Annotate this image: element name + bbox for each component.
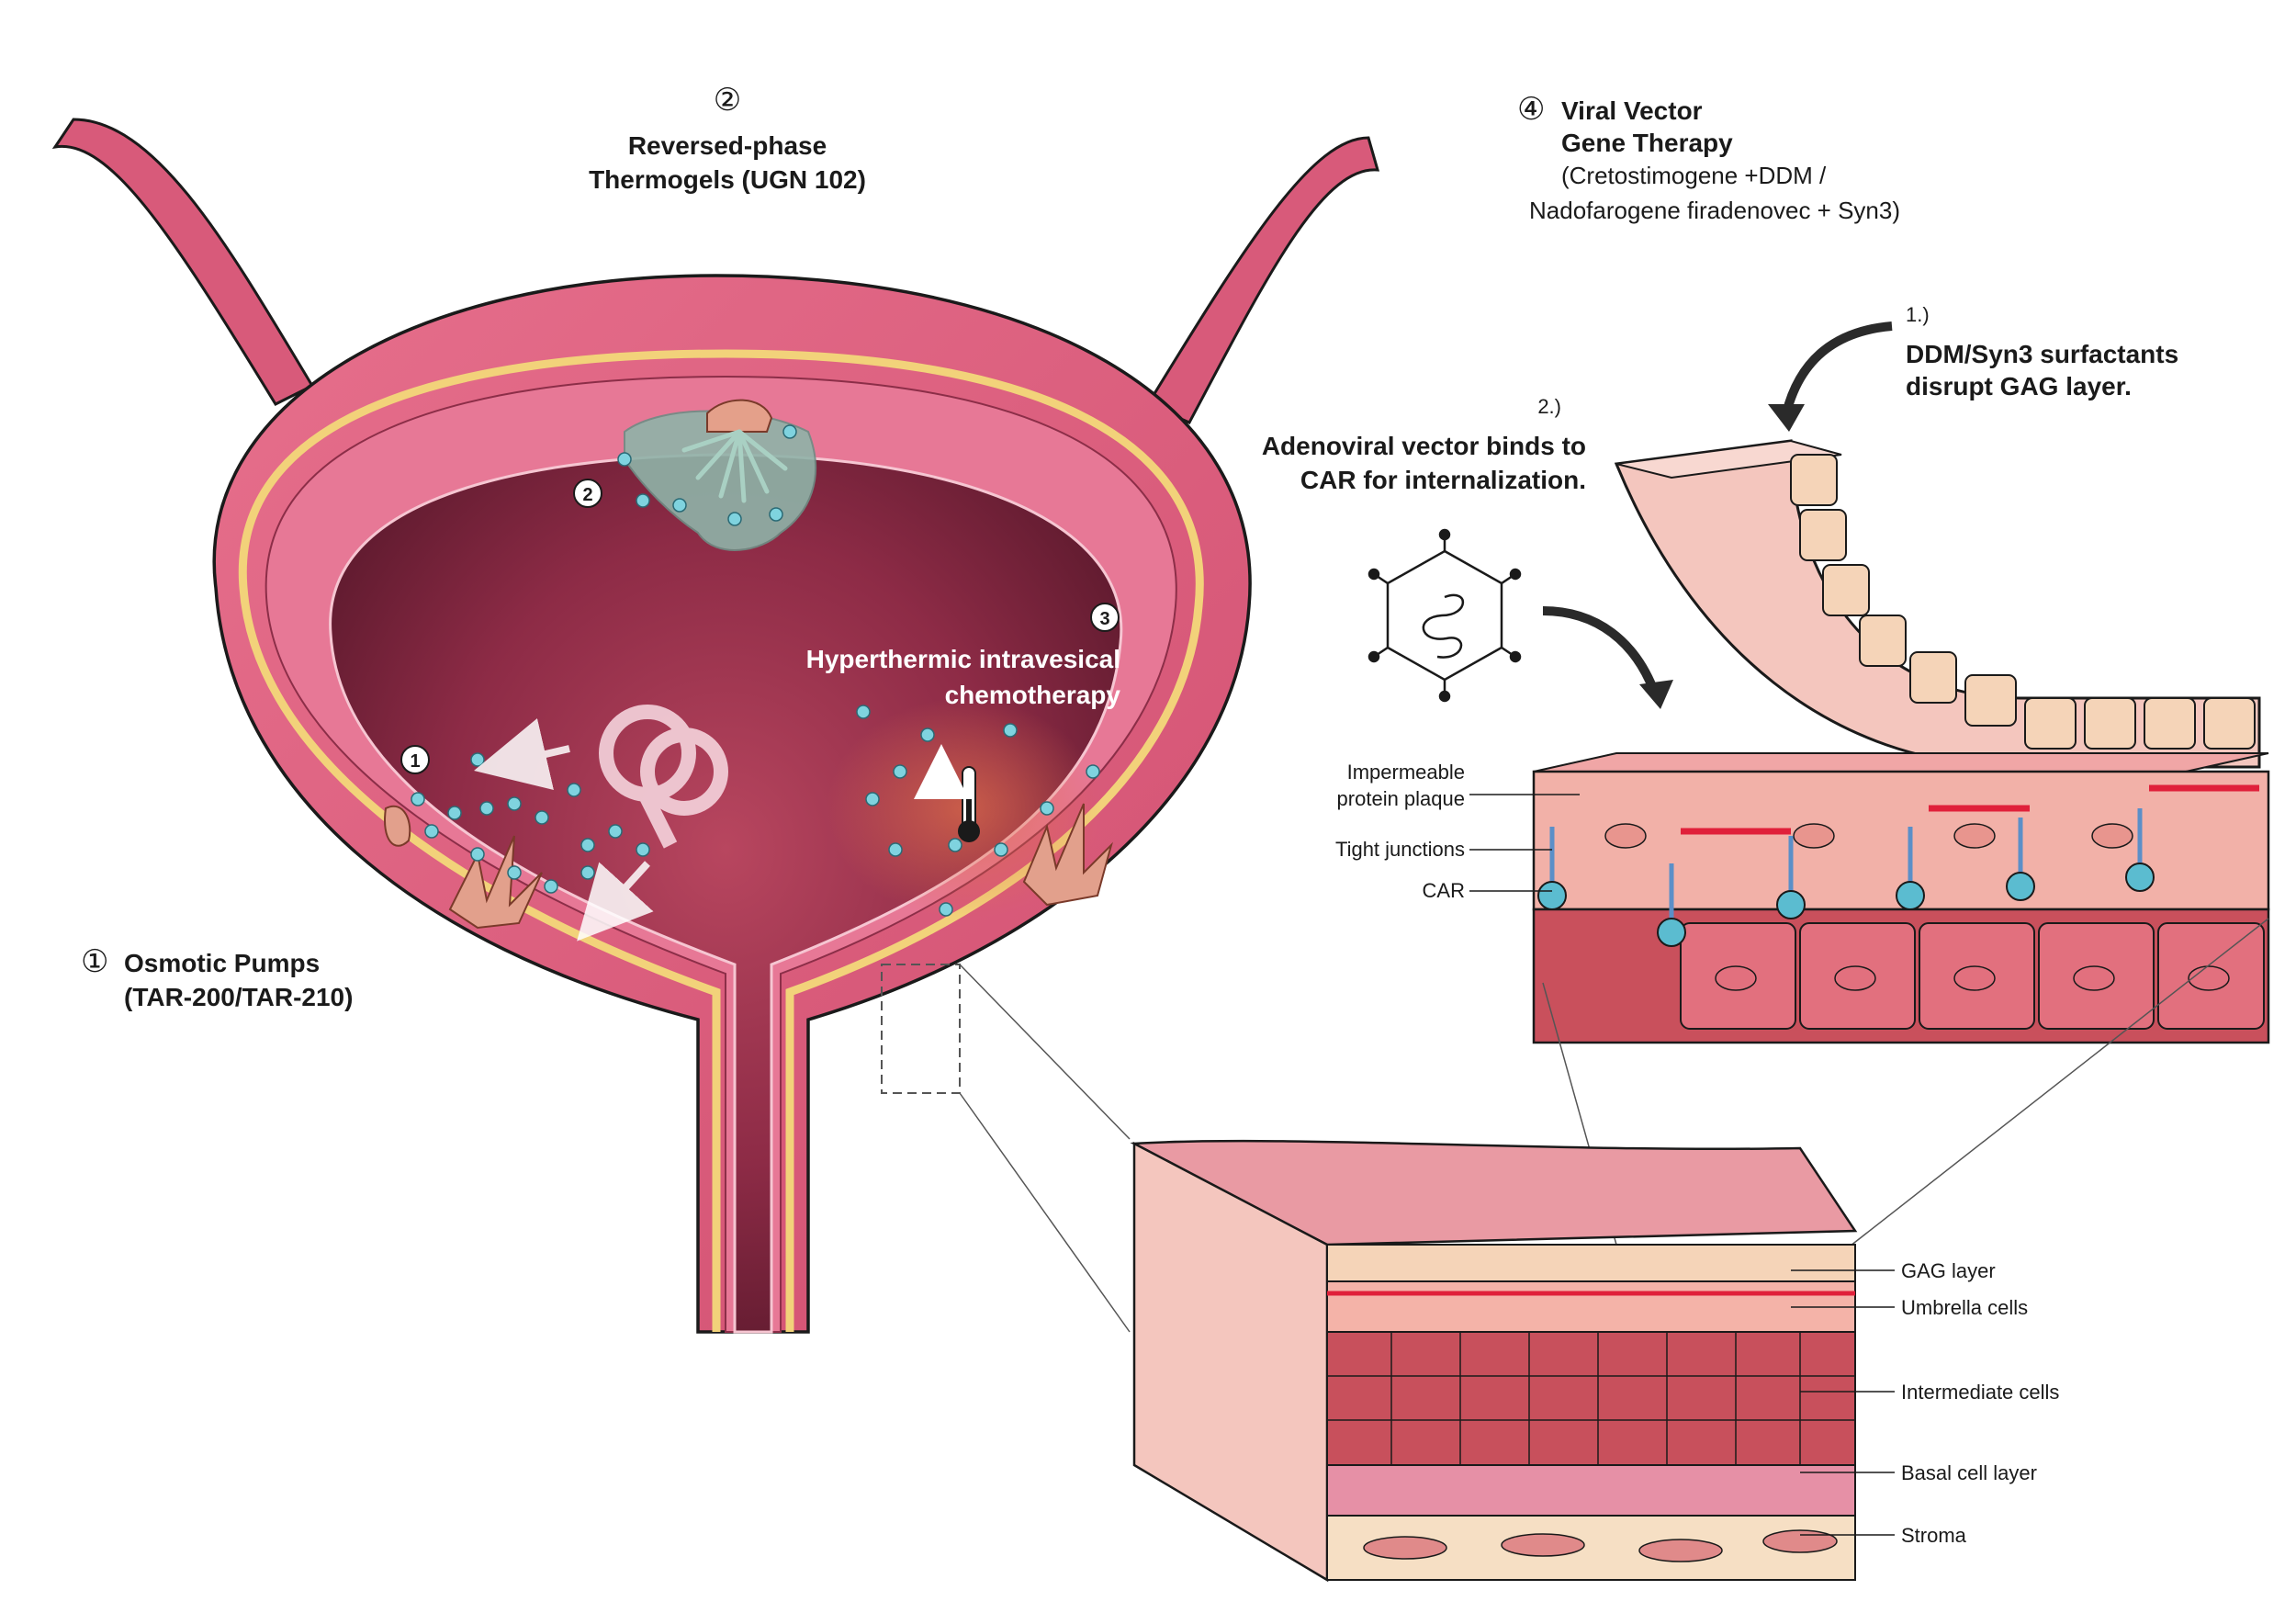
- callout-plaque: Impermeable protein plaque: [1337, 761, 1580, 810]
- svg-text:chemotherapy: chemotherapy: [945, 681, 1121, 709]
- car-receptors: [1537, 863, 2155, 947]
- svg-text:1.): 1.): [1906, 303, 1930, 326]
- pump-release-arrows: [474, 718, 654, 942]
- tumor-right: [1022, 803, 1113, 907]
- callout-car: CAR: [1423, 879, 1552, 902]
- label-osmotic-pumps: ① Osmotic Pumps (TAR-200/TAR-210): [81, 944, 353, 1011]
- svg-text:3: 3: [1099, 609, 1109, 629]
- layer-intermediate: [1326, 1331, 1856, 1466]
- svg-text:protein plaque: protein plaque: [1337, 787, 1465, 810]
- step-2-arrow: [1542, 606, 1658, 691]
- svg-text:CAR for internalization.: CAR for internalization.: [1300, 466, 1586, 494]
- svg-text:(TAR-200/TAR-210): (TAR-200/TAR-210): [124, 983, 353, 1011]
- svg-text:①: ①: [81, 944, 108, 979]
- step-1-arrowhead: [1768, 404, 1805, 432]
- layer-basal: [1326, 1464, 1856, 1517]
- peeled-gag-sheet: [1614, 439, 2261, 769]
- svg-text:Hyperthermic intravesical: Hyperthermic intravesical: [806, 645, 1120, 673]
- svg-text:Nadofarogene firadenovec + Syn: Nadofarogene firadenovec + Syn3): [1529, 197, 1900, 224]
- layer-labels: [1791, 1269, 1895, 1536]
- right-ureter: [1145, 136, 1380, 424]
- svg-text:Osmotic Pumps: Osmotic Pumps: [124, 949, 320, 977]
- svg-text:④: ④: [1517, 92, 1545, 127]
- osmotic-pump-device: [599, 705, 728, 849]
- label-step-2: 2.) Adenoviral vector binds to CAR for i…: [1262, 395, 1586, 494]
- svg-text:disrupt GAG layer.: disrupt GAG layer.: [1906, 372, 2132, 400]
- drug-particles: [411, 424, 1100, 917]
- tight-junctions: [1549, 808, 2143, 919]
- label-umbrella-cells: Umbrella cells: [1901, 1296, 2028, 1319]
- layer-gag: [1326, 1244, 1856, 1282]
- svg-text:Thermogels (UGN 102): Thermogels (UGN 102): [589, 165, 866, 194]
- urothelium-cross-section: [1130, 1139, 1858, 1583]
- label-basal-cell-layer: Basal cell layer: [1901, 1461, 2037, 1484]
- protein-plaques: [1681, 784, 2259, 835]
- bladder-lumen: [329, 453, 1123, 1334]
- svg-text:Viral Vector: Viral Vector: [1561, 96, 1703, 125]
- layer-stroma: [1326, 1515, 1856, 1581]
- tumor-left: [448, 835, 543, 930]
- thermogel-depot: [624, 399, 816, 551]
- svg-text:(Cretostimogene +DDM /: (Cretostimogene +DDM /: [1561, 162, 1827, 189]
- tumor-small: [384, 805, 411, 847]
- gene-therapy-tissue-block: [1532, 752, 2270, 1044]
- label-intermediate-cells: Intermediate cells: [1901, 1381, 2059, 1404]
- svg-text:DDM/Syn3 surfactants: DDM/Syn3 surfactants: [1906, 340, 2178, 368]
- svg-text:2: 2: [582, 485, 592, 505]
- svg-text:2.): 2.): [1537, 395, 1561, 418]
- label-gag-layer: GAG layer: [1901, 1259, 1996, 1282]
- left-ureter: [51, 118, 315, 406]
- svg-text:Gene Therapy: Gene Therapy: [1561, 129, 1733, 157]
- svg-text:Adenoviral vector binds to: Adenoviral vector binds to: [1262, 432, 1586, 460]
- label-hyperthermic: Hyperthermic intravesical chemotherapy: [806, 645, 1121, 709]
- thermometer-icon: [914, 744, 980, 842]
- step-1-arrow: [1782, 321, 1893, 415]
- label-thermogels: ② Reversed-phase Thermogels (UGN 102): [589, 83, 866, 194]
- svg-text:Reversed-phase: Reversed-phase: [628, 131, 827, 160]
- label-stroma: Stroma: [1901, 1524, 1967, 1547]
- label-step-1: 1.) DDM/Syn3 surfactants disrupt GAG lay…: [1906, 303, 2178, 400]
- marker-2: 2: [573, 479, 602, 508]
- svg-text:1: 1: [410, 751, 420, 772]
- label-viral-vector: ④ Viral Vector Gene Therapy (Cretostimog…: [1517, 92, 1900, 224]
- svg-text:Tight junctions: Tight junctions: [1335, 838, 1465, 861]
- step-2-arrowhead: [1639, 680, 1673, 709]
- adenovirus-icon: [1367, 528, 1522, 703]
- marker-3: 3: [1090, 603, 1120, 632]
- bladder-illustration: 1 2 3: [51, 118, 1380, 1334]
- svg-text:②: ②: [714, 83, 741, 118]
- svg-text:Impermeable: Impermeable: [1347, 761, 1465, 784]
- layer-umbrella: [1326, 1280, 1856, 1333]
- callout-tight-junctions: Tight junctions: [1335, 838, 1552, 861]
- marker-1: 1: [400, 745, 430, 774]
- svg-text:CAR: CAR: [1423, 879, 1465, 902]
